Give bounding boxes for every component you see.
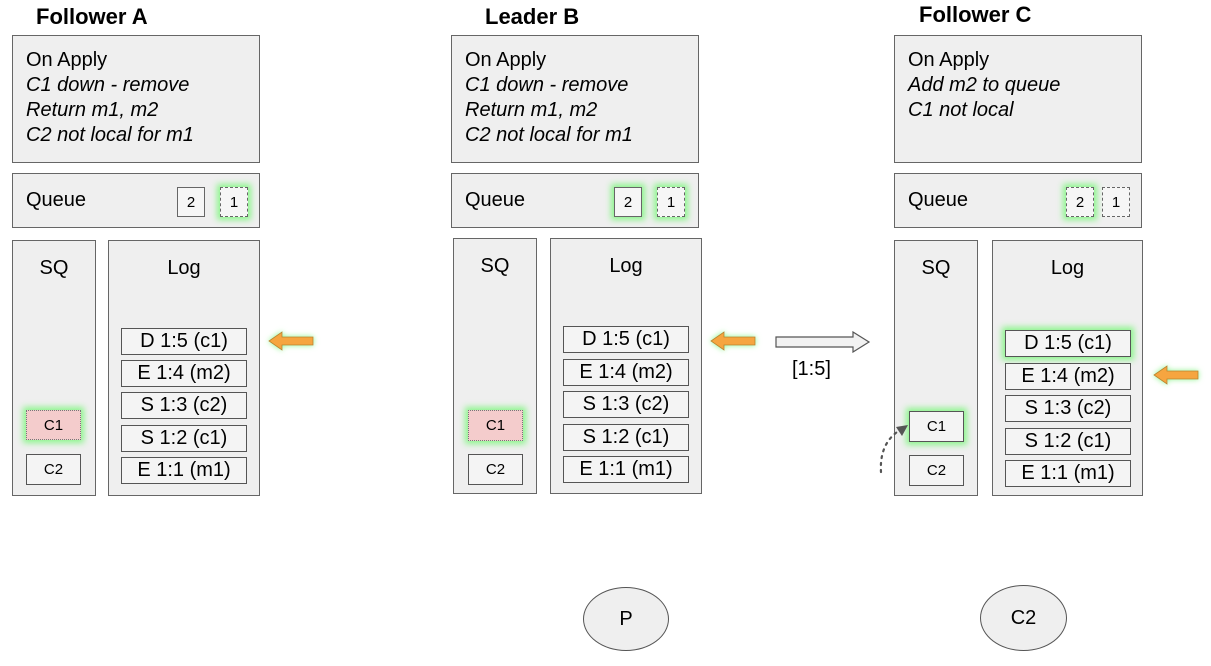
apply-line: Add m2 to queue [908, 74, 1061, 96]
log-entry: S 1:2 (c1) [121, 425, 247, 452]
queue-item: 2 [614, 187, 642, 217]
log-entry: E 1:1 (m1) [563, 456, 689, 483]
apply-line: C1 down - remove [26, 74, 190, 96]
sq-panel-follower-a: SQ C1 C2 [12, 240, 96, 496]
queue-panel-leader-b: Queue 2 1 [451, 173, 699, 228]
queue-item: 1 [657, 187, 685, 217]
node-title-follower-c: Follower C [919, 2, 1032, 27]
on-apply-panel-leader-b: On Apply C1 down - remove Return m1, m2 … [451, 35, 699, 163]
sq-item-c1: C1 [468, 410, 523, 441]
sq-panel-leader-b: SQ C1 C2 [453, 238, 537, 494]
apply-line: C1 down - remove [465, 74, 629, 96]
log-entry: E 1:4 (m2) [563, 359, 689, 386]
log-panel-follower-a: Log D 1:5 (c1) E 1:4 (m2) S 1:3 (c2) S 1… [108, 240, 260, 496]
sq-label: SQ [921, 257, 951, 279]
process-node-p: P [583, 587, 669, 651]
node-title-follower-a: Follower A [36, 4, 148, 29]
queue-panel-follower-a: Queue 2 1 [12, 173, 260, 228]
apply-line: C1 not local [908, 99, 1014, 121]
queue-item: 1 [220, 187, 248, 217]
on-apply-panel-follower-a: On Apply C1 down - remove Return m1, m2 … [12, 35, 260, 163]
log-label: Log [167, 257, 201, 279]
node-title-leader-b: Leader B [485, 4, 580, 29]
queue-label: Queue [26, 189, 87, 211]
sq-label: SQ [39, 257, 69, 279]
log-entry: S 1:2 (c1) [563, 424, 689, 451]
queue-item: 1 [1102, 187, 1130, 217]
on-apply-panel-follower-c: On Apply Add m2 to queue C1 not local [894, 35, 1142, 163]
log-entry: D 1:5 (c1) [563, 326, 689, 353]
orange-left-arrow-icon [1153, 365, 1199, 385]
log-entry: S 1:3 (c2) [121, 392, 247, 419]
sq-item-c1: C1 [909, 411, 964, 442]
log-entry: E 1:4 (m2) [121, 360, 247, 387]
dotted-curved-arrow-icon [879, 425, 908, 474]
log-label: Log [609, 255, 643, 277]
orange-left-arrow-icon [268, 331, 314, 351]
queue-item: 2 [177, 187, 205, 217]
sq-item-c2: C2 [468, 454, 523, 485]
apply-heading: On Apply [908, 49, 990, 71]
queue-item: 2 [1066, 187, 1094, 217]
sq-item-c2: C2 [909, 455, 964, 486]
sq-item-c1: C1 [26, 410, 81, 440]
queue-label: Queue [908, 189, 969, 211]
queue-label: Queue [465, 189, 526, 211]
log-entry: S 1:3 (c2) [563, 391, 689, 418]
sq-label: SQ [480, 255, 510, 277]
apply-heading: On Apply [26, 49, 108, 71]
log-entry: S 1:2 (c1) [1005, 428, 1131, 455]
log-entry: E 1:1 (m1) [121, 457, 247, 484]
replication-arrow-icon [775, 331, 871, 353]
sq-item-c2: C2 [26, 454, 81, 485]
log-panel-leader-b: Log D 1:5 (c1) E 1:4 (m2) S 1:3 (c2) S 1… [550, 238, 702, 494]
apply-line: Return m1, m2 [26, 99, 159, 121]
log-panel-follower-c: Log D 1:5 (c1) E 1:4 (m2) S 1:3 (c2) S 1… [992, 240, 1143, 496]
sq-panel-follower-c: SQ C1 C2 [894, 240, 978, 496]
process-node-c2: C2 [980, 585, 1067, 651]
log-entry: E 1:1 (m1) [1005, 460, 1131, 487]
queue-panel-follower-c: Queue 2 1 [894, 173, 1142, 228]
orange-left-arrow-icon [710, 331, 756, 351]
apply-line: C2 not local for m1 [465, 124, 633, 146]
apply-line: Return m1, m2 [465, 99, 598, 121]
log-entry: D 1:5 (c1) [1005, 330, 1131, 357]
log-entry: E 1:4 (m2) [1005, 363, 1131, 390]
replication-range-label: [1:5] [792, 358, 831, 380]
log-entry: D 1:5 (c1) [121, 328, 247, 355]
log-label: Log [1050, 257, 1085, 279]
log-entry: S 1:3 (c2) [1005, 395, 1131, 422]
apply-heading: On Apply [465, 49, 547, 71]
apply-line: C2 not local for m1 [26, 124, 194, 146]
